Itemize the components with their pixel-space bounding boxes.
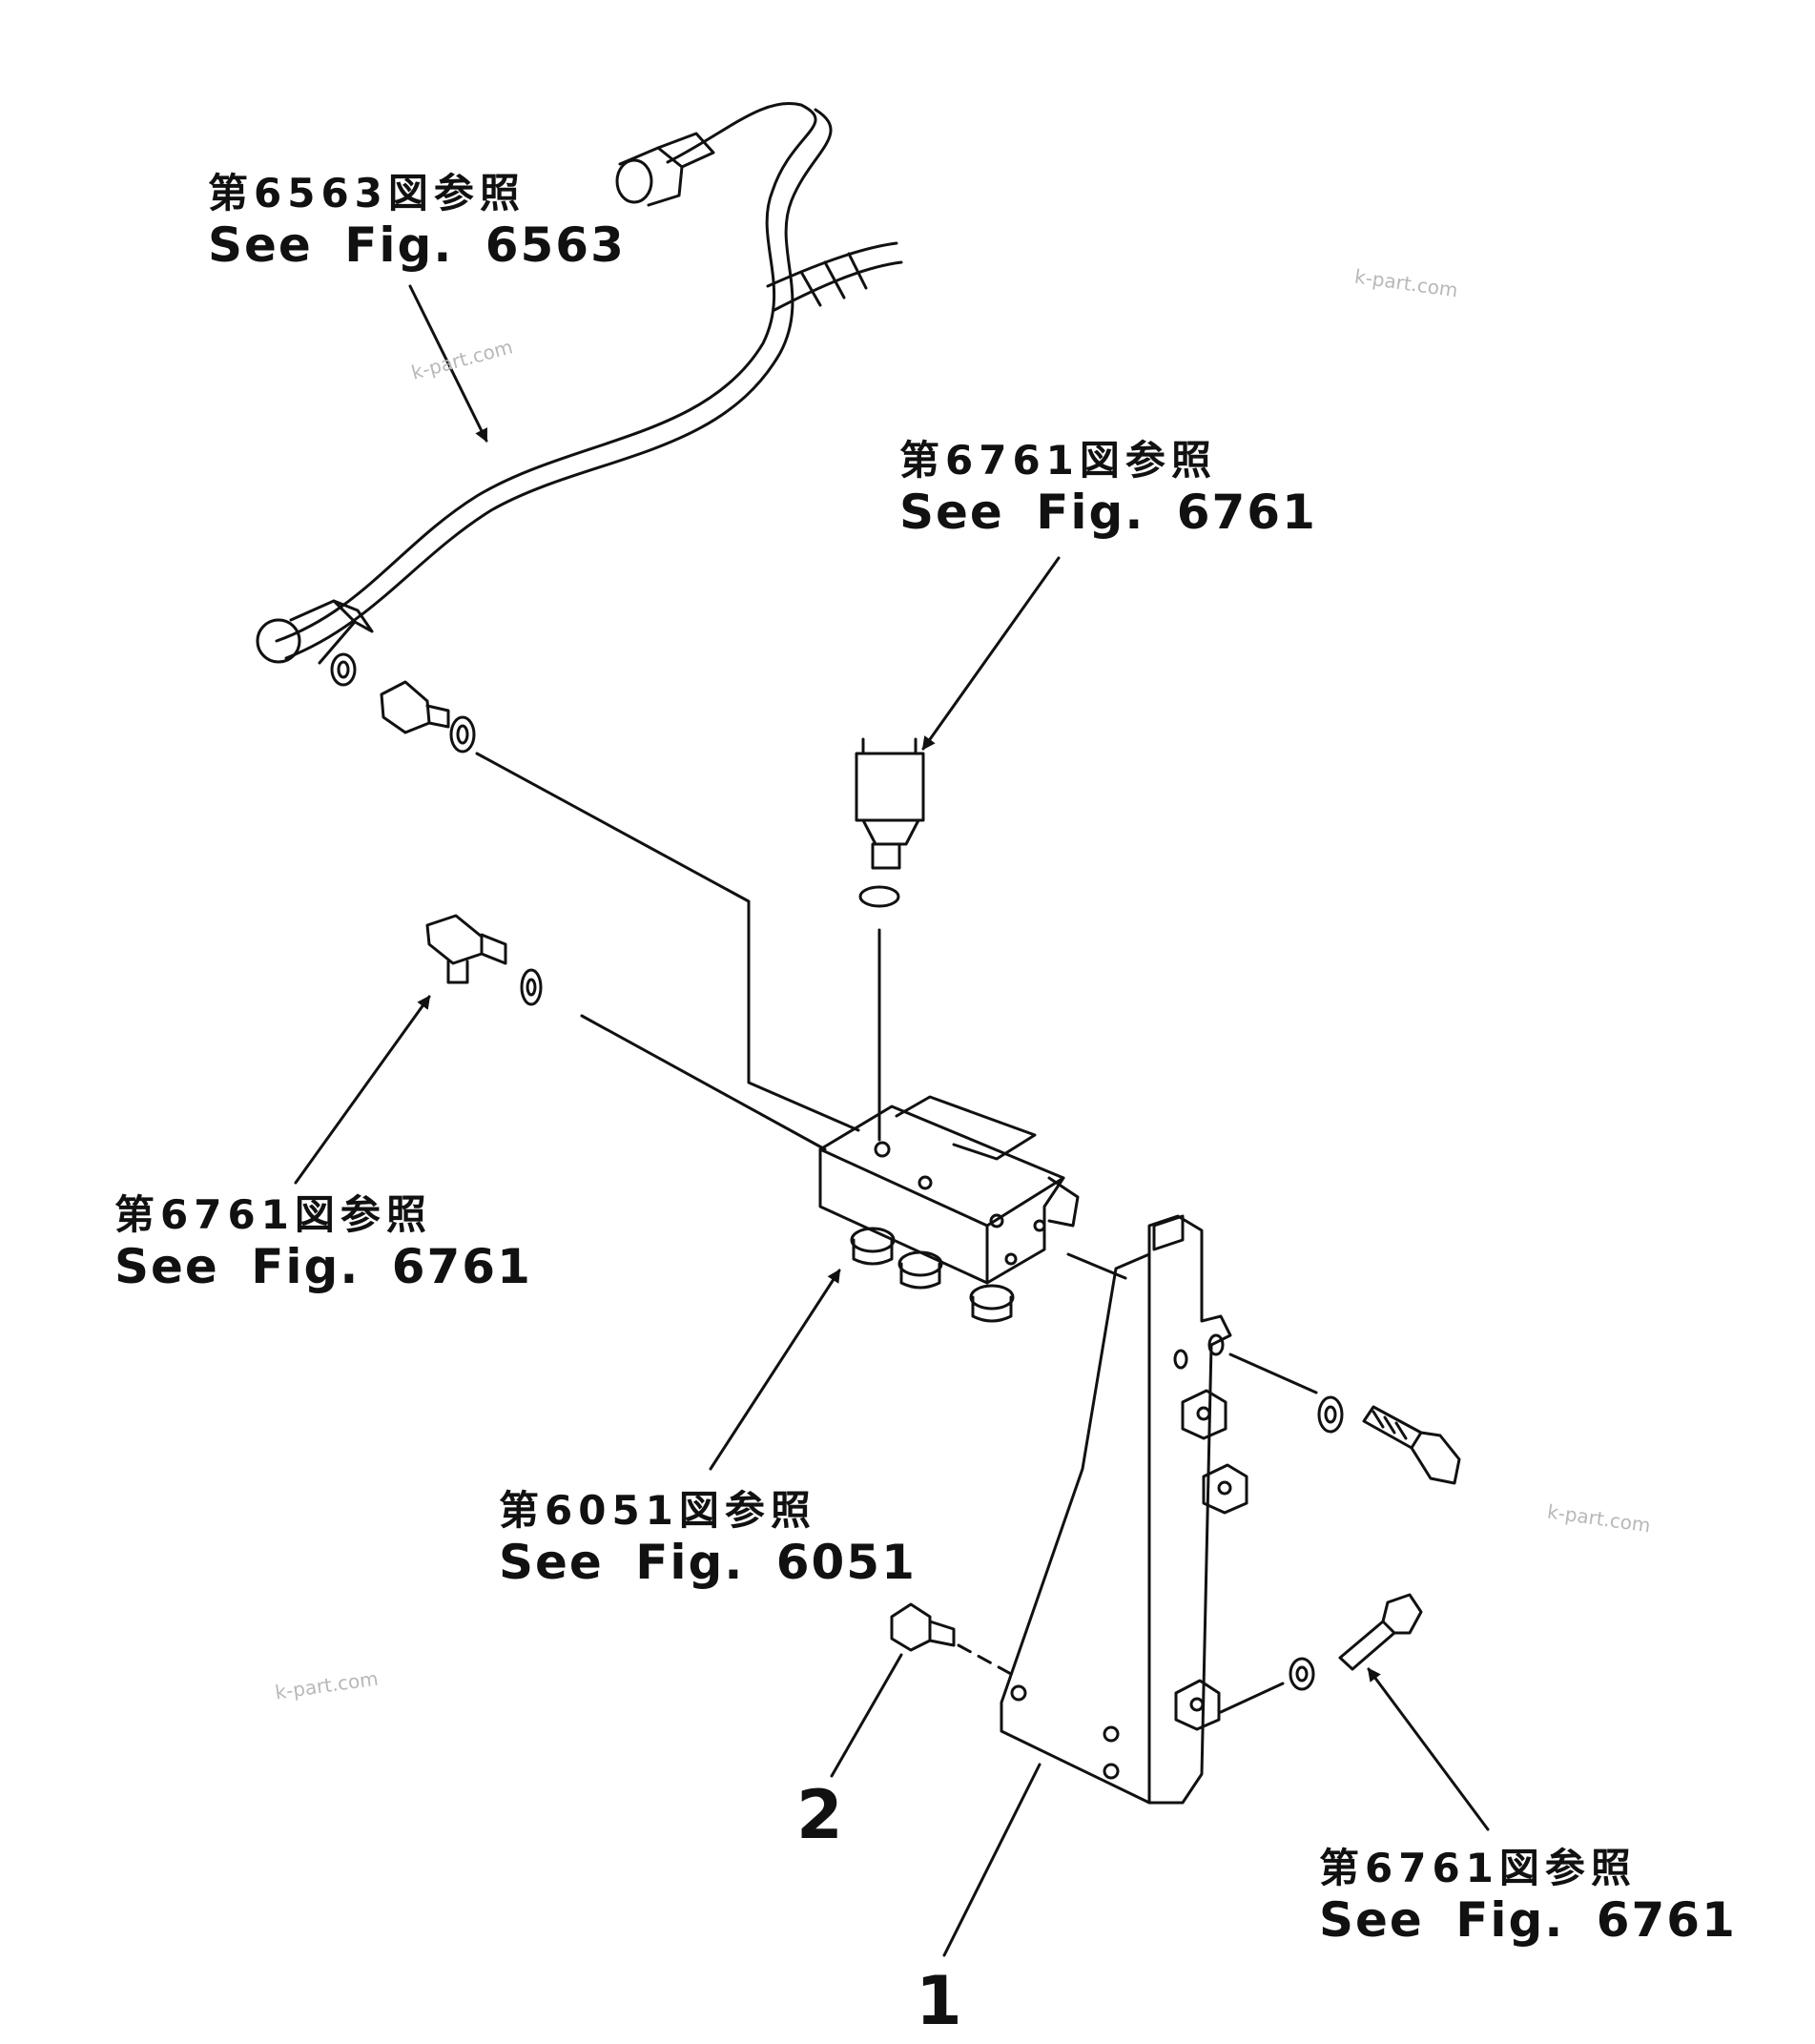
arrow-ref-6051 (709, 1269, 841, 1471)
washer-2 (449, 715, 476, 754)
leader-line-bolt-bottom (1219, 1682, 1285, 1714)
reference-en: See Fig. 6761 (1319, 1892, 1737, 1948)
bolt-1 (1362, 1405, 1461, 1485)
leader-line-valve-bracket (1066, 1252, 1127, 1280)
reference-label-fig-6761-right: 第6761図参照 See Fig. 6761 (1319, 1845, 1737, 1948)
hose-end-fitting-top (615, 132, 715, 207)
mounting-bracket (1000, 1214, 1248, 1805)
reference-jp: 第6761図参照 (114, 1191, 432, 1238)
washer-3 (520, 968, 543, 1006)
reference-label-fig-6761-top: 第6761図参照 See Fig. 6761 (899, 437, 1317, 540)
plug-part-2 (890, 1602, 956, 1652)
weld-nut-2 (1202, 1463, 1248, 1515)
arrow-ref-6761-right (1367, 1667, 1490, 1831)
callout-leader-1 (942, 1763, 1042, 1957)
pressure-switch (855, 737, 925, 908)
arrow-ref-6761-top (921, 556, 1061, 751)
reference-en: See Fig. 6761 (114, 1239, 532, 1294)
reference-label-fig-6761-left: 第6761図参照 See Fig. 6761 (114, 1191, 532, 1294)
reference-en: See Fig. 6563 (208, 217, 626, 273)
hose-end-fitting-bottom (256, 599, 374, 665)
reference-jp: 第6761図参照 (899, 437, 1217, 484)
leader-line-elbow (580, 1014, 827, 1151)
valve-block (818, 1095, 1080, 1323)
weld-nut-3 (1174, 1679, 1221, 1731)
adapter-fitting (380, 680, 450, 734)
leader-line-bolt-top (1228, 1352, 1318, 1394)
weld-nut-1 (1181, 1389, 1227, 1440)
leader-line-adapter (475, 752, 860, 1132)
reference-en: See Fig. 6051 (499, 1535, 917, 1590)
reference-label-fig-6051: 第6051図参照 See Fig. 6051 (499, 1487, 917, 1590)
hose-assembly (256, 102, 903, 665)
valve-ports (850, 1227, 1015, 1323)
reference-jp: 第6563図参照 (208, 170, 526, 217)
elbow-fitting (425, 914, 507, 984)
reference-en: See Fig. 6761 (899, 485, 1317, 540)
reference-jp: 第6761図参照 (1319, 1845, 1637, 1891)
reference-jp: 第6051図参照 (499, 1487, 816, 1534)
washer-1 (330, 652, 357, 687)
leader-line-plug (957, 1643, 1013, 1676)
arrow-ref-6563 (408, 284, 488, 443)
washer-5 (1289, 1657, 1315, 1691)
callout-leader-2 (830, 1653, 903, 1778)
washer-4 (1317, 1395, 1344, 1434)
callout-number-2: 2 (796, 1776, 843, 1854)
reference-label-fig-6563: 第6563図参照 See Fig. 6563 (208, 170, 626, 273)
arrow-ref-6761-left (294, 995, 431, 1185)
bolt-2 (1338, 1593, 1423, 1671)
callout-number-1: 1 (916, 1962, 962, 2040)
